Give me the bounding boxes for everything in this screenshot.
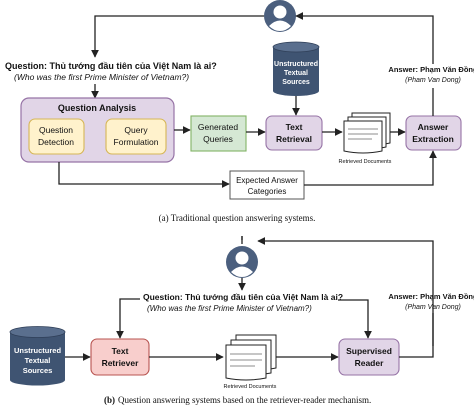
question-detection-box — [28, 118, 85, 155]
detection-to-categories-arrow — [58, 162, 230, 188]
db-label-a-3: Sources — [282, 79, 310, 86]
answer-extraction-label-2: Extraction — [412, 134, 454, 144]
generated-queries-label-1: Generated — [198, 122, 238, 132]
text-retrieval-label-2: Retrieval — [276, 134, 312, 144]
question-text-a: Question: Thủ tướng đầu tiên của Việt Na… — [5, 61, 217, 71]
question-en-text-b: (Who was the first Prime Minister of Vie… — [147, 304, 312, 313]
expected-answer-box — [229, 170, 305, 200]
question-en-text-a: (Who was the first Prime Minister of Vie… — [14, 72, 189, 82]
caption-b-text: Question answering systems based on the … — [118, 395, 371, 405]
text-retriever-label-1: Text — [112, 346, 129, 356]
caption-b-label: (b) — [104, 395, 115, 405]
retrieved-documents-icon-b — [225, 334, 277, 381]
generated-queries-label-2: Queries — [203, 134, 233, 144]
text-retrieval-box — [265, 115, 323, 151]
unstructured-sources-db-b — [9, 326, 66, 386]
text-retriever-box — [90, 338, 150, 376]
answer-en-text-b: (Pham Van Dong) — [405, 304, 461, 311]
query-formulation-label-2: Formulation — [114, 137, 159, 147]
db-label-b-3: Sources — [23, 366, 53, 375]
answer-to-user-arrow-b — [257, 237, 434, 346]
text-retrieval-label-1: Text — [286, 122, 303, 132]
expected-answer-label-2: Categories — [248, 187, 287, 196]
unstructured-sources-db-a — [272, 41, 320, 96]
question-analysis-label: Question Analysis — [58, 103, 136, 113]
question-detection-label-1: Question — [39, 125, 73, 135]
retrieved-documents-label-b: Retrieved Documents — [224, 384, 277, 390]
answer-en-text-a: (Pham Van Dong) — [405, 77, 461, 84]
user-icon-b — [226, 246, 258, 278]
answer-to-user-arrow-a — [295, 12, 434, 64]
retrieved-documents-label-a: Retrieved Documents — [339, 159, 392, 165]
reader-to-answer-line — [399, 313, 434, 358]
text-retriever-label-2: Retriever — [102, 358, 140, 368]
generated-queries-box — [190, 115, 247, 152]
query-formulation-box — [105, 118, 167, 155]
supervised-reader-label-2: Reader — [355, 358, 385, 368]
query-formulation-label-1: Query — [124, 125, 148, 135]
expected-answer-label-1: Expected Answer — [236, 176, 298, 185]
db-label-b-2: Textual — [25, 356, 51, 365]
db-label-a-1: Unstructured — [274, 61, 318, 68]
question-text-b: Question: Thủ tướng đầu tiên của Việt Na… — [143, 292, 343, 302]
supervised-reader-label-1: Supervised — [346, 346, 392, 356]
question-detection-label-2: Detection — [38, 137, 74, 147]
user-to-question-arrow-a — [91, 15, 264, 58]
answer-extraction-label-1: Answer — [418, 122, 449, 132]
categories-to-extraction-arrow — [304, 150, 437, 186]
retrieved-documents-icon-a — [343, 112, 391, 154]
db-label-b-1: Unstructured — [14, 346, 62, 355]
user-icon-a — [264, 0, 296, 32]
caption-a: (a) Traditional question answering syste… — [159, 213, 316, 223]
answer-text-a: Answer: Phạm Văn Đồng — [388, 65, 474, 74]
answer-text-b: Answer: Phạm Văn Đồng — [388, 292, 474, 301]
db-label-a-2: Textual — [284, 70, 308, 77]
supervised-reader-box — [338, 338, 400, 376]
question-to-retriever-arrow — [116, 298, 140, 339]
question-to-reader-arrow — [338, 299, 372, 339]
